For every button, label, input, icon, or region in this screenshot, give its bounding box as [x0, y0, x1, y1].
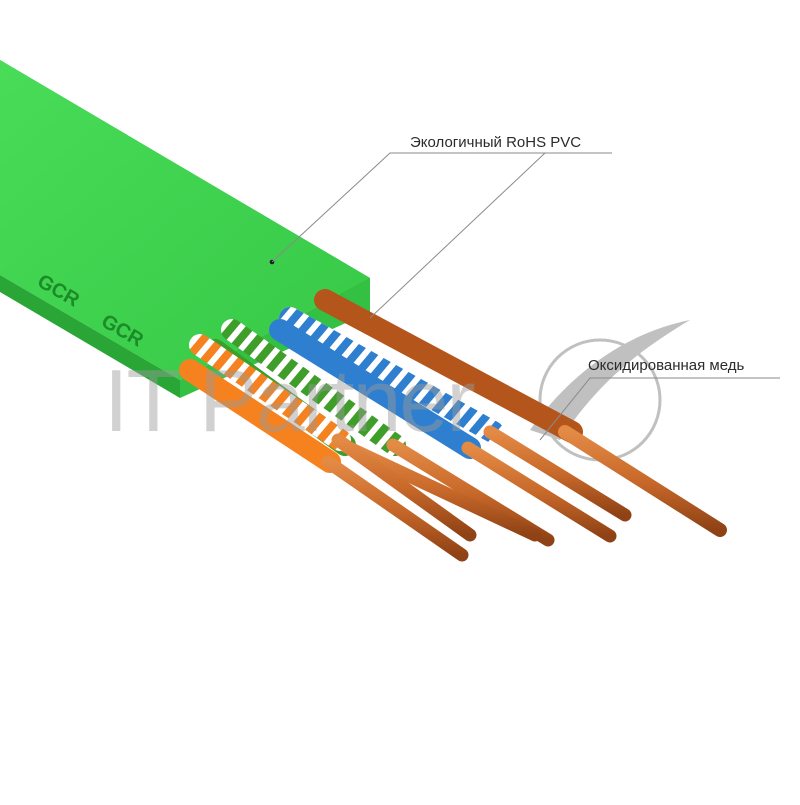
wire-brown — [314, 289, 727, 537]
watermark-logo-swoosh-icon — [530, 320, 690, 462]
wire-brown-white — [279, 307, 632, 522]
watermark-text: IT Partner — [104, 351, 476, 450]
wire-orange — [179, 359, 469, 562]
callout-pvc-label: Экологичный RoHS PVC — [410, 134, 582, 151]
wire-blue — [269, 319, 617, 543]
wire-orange-white — [189, 334, 477, 542]
callout-copper-label: Оксидированная медь — [588, 357, 745, 374]
callout-lines — [271, 152, 780, 441]
